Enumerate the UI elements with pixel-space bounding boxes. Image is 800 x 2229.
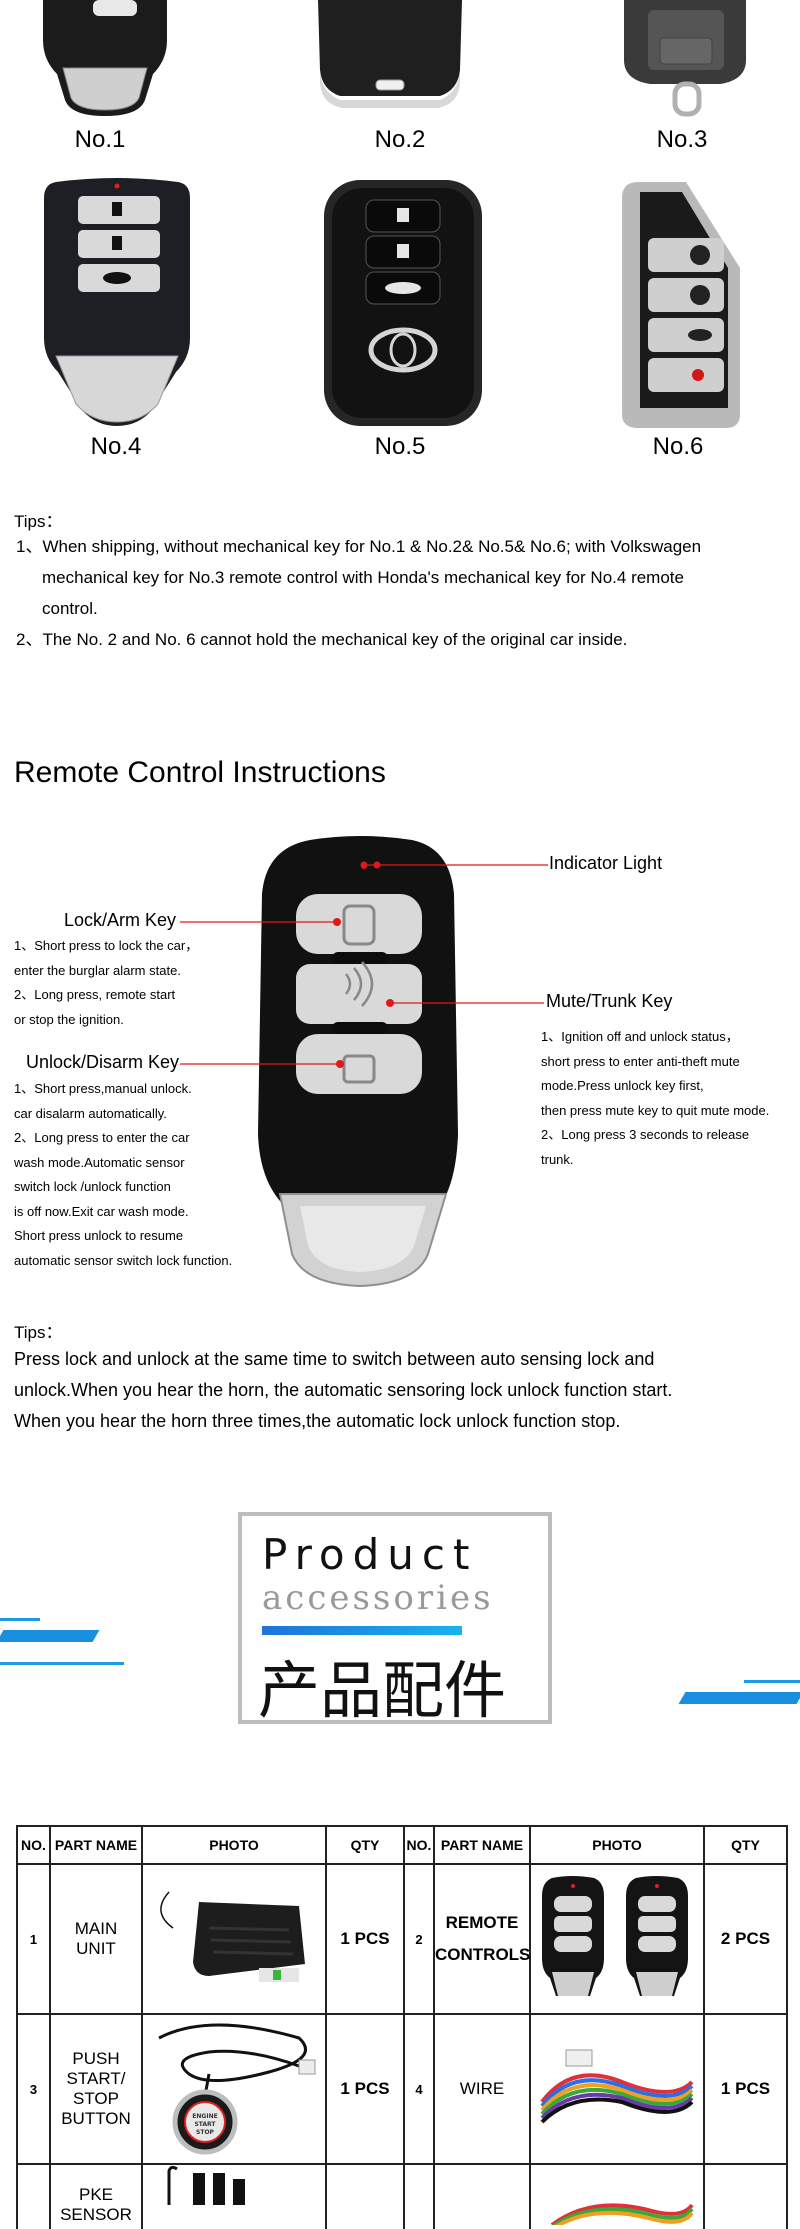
banner-accent-bar [262, 1626, 462, 1635]
fob-5-label: No.5 [374, 433, 426, 460]
row-3-photo-right [529, 2163, 705, 2229]
row-1-no-left: 1 [16, 1863, 51, 2015]
fob-4-label: No.4 [90, 433, 142, 460]
fob-1-label: No.1 [74, 126, 126, 153]
table-row: PKE SENSOR [16, 2163, 788, 2229]
row-2-name-right: WIRE [433, 2013, 531, 2165]
header-qty-left: QTY [325, 1825, 405, 1865]
tips-1-line-4: 2、The No. 2 and No. 6 cannot hold the me… [16, 630, 628, 649]
banner-title-cn: 产品配件 [258, 1654, 507, 1727]
pke-sensor-image [167, 2165, 245, 2205]
header-photo-left: PHOTO [141, 1825, 327, 1865]
callout-lines [180, 861, 548, 1068]
header-qty-right: QTY [703, 1825, 788, 1865]
banner-right-stripes [672, 1680, 800, 1710]
fob-2-label: No.2 [374, 126, 426, 153]
tips-1-line-1: 1、When shipping, without mechanical key … [16, 537, 702, 556]
wire-harness-image [550, 2203, 694, 2229]
parts-table: NO. PART NAME PHOTO QTY NO. PART NAME PH… [16, 1825, 788, 2229]
row-2-photo-right [529, 2013, 705, 2165]
instructions-title: Remote Control Instructions [14, 756, 386, 789]
push-button-image: ENGINE START STOP [158, 2023, 316, 2154]
banner-subtitle: accessories [262, 1578, 494, 1618]
tips-1-line-2: mechanical key for No.3 remote control w… [42, 568, 684, 587]
lock-key-title: Lock/Arm Key [64, 910, 177, 930]
tips-2-line-2: unlock.When you hear the horn, the autom… [14, 1380, 673, 1400]
table-row: 1 MAIN UNIT 1 PCS 2 REMOTE CONTROLS [16, 1863, 788, 2015]
mute-key-text: 1、Ignition off and unlock status， short … [541, 1029, 770, 1167]
accessories-banner: Product accessories 产品配件 [238, 1512, 552, 1727]
indicator-light-label: Indicator Light [549, 853, 663, 873]
header-part-name-left: PART NAME [49, 1825, 143, 1865]
tips-2-line-3: When you hear the horn three times,the a… [14, 1411, 621, 1431]
tips-1-title: Tips： [14, 512, 63, 531]
row-3-photo-left [141, 2163, 327, 2229]
svg-text:STOP: STOP [196, 2129, 215, 2136]
banner-title-en: Product [262, 1530, 478, 1579]
row-2-photo-left: ENGINE START STOP [141, 2013, 327, 2165]
header-no-right: NO. [403, 1825, 435, 1865]
row-1-name-left: MAIN UNIT [49, 1863, 143, 2015]
table-row: 3 PUSH START/ STOP BUTTON ENGINE START S… [16, 2013, 788, 2165]
row-3-qty-left [325, 2163, 405, 2229]
banner-left-stripes [0, 1618, 130, 1670]
row-1-photo-right [529, 1863, 705, 2015]
fob-3-image [624, 0, 746, 117]
fob-3-label: No.3 [656, 126, 708, 153]
row-1-no-right: 2 [403, 1863, 435, 2015]
row-3-no-left [16, 2163, 51, 2229]
row-2-no-right: 4 [403, 2013, 435, 2165]
svg-text:ENGINE: ENGINE [192, 2113, 217, 2120]
fob-2-image [318, 0, 462, 108]
tips-2-line-1: Press lock and unlock at the same time t… [14, 1349, 655, 1369]
remote-controls-image [542, 1875, 688, 1996]
row-3-name-right [433, 2163, 531, 2229]
header-photo-right: PHOTO [529, 1825, 705, 1865]
tips-1-line-3: control. [42, 599, 98, 618]
row-1-qty-left: 1 PCS [325, 1863, 405, 2015]
row-2-name-left: PUSH START/ STOP BUTTON [49, 2013, 143, 2165]
unlock-key-title: Unlock/Disarm Key [26, 1052, 180, 1072]
table-header-row: NO. PART NAME PHOTO QTY NO. PART NAME PH… [16, 1825, 788, 1865]
mute-key-title: Mute/Trunk Key [546, 991, 673, 1011]
fob-4-image [44, 178, 190, 426]
row-1-qty-right: 2 PCS [703, 1863, 788, 2015]
row-2-qty-right: 1 PCS [703, 2013, 788, 2165]
tips-2-title: Tips： [14, 1323, 63, 1342]
row-2-qty-left: 1 PCS [325, 2013, 405, 2165]
fob-6-image [622, 182, 740, 428]
header-part-name-right: PART NAME [433, 1825, 531, 1865]
wire-image [540, 2049, 694, 2123]
lock-key-text: 1、Short press to lock the car， enter the… [14, 938, 199, 1027]
remote-diagram-image [258, 836, 458, 1288]
fob-1-image [43, 0, 167, 116]
fob-5-image [324, 180, 482, 426]
row-1-name-right: REMOTE CONTROLS [433, 1863, 531, 2015]
unlock-key-text: 1、Short press,manual unlock. car disalar… [14, 1081, 233, 1268]
row-2-no-left: 3 [16, 2013, 51, 2165]
row-3-name-left: PKE SENSOR [49, 2163, 143, 2229]
svg-text:START: START [194, 2121, 216, 2128]
row-3-no-right [403, 2163, 435, 2229]
main-unit-image [160, 1890, 305, 1982]
header-no-left: NO. [16, 1825, 51, 1865]
row-1-photo-left [141, 1863, 327, 2015]
fob-6-label: No.6 [652, 433, 704, 460]
row-3-qty-right [703, 2163, 788, 2229]
